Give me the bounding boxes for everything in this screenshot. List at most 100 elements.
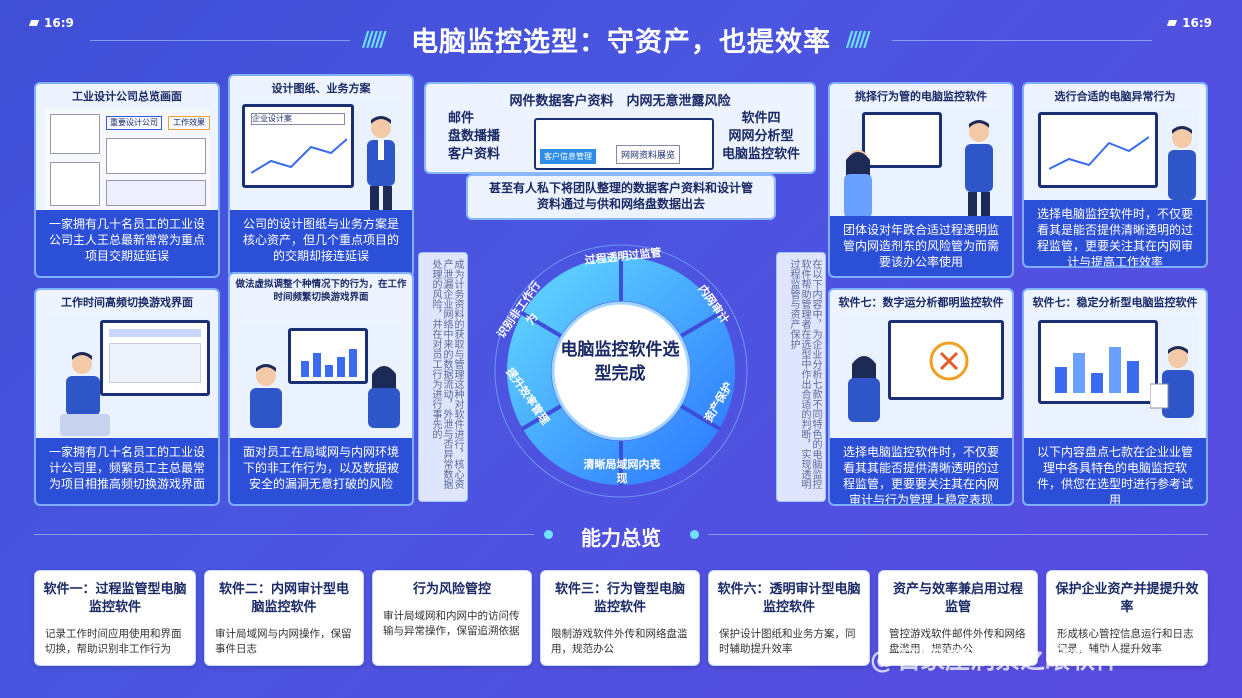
meeting-illustration	[838, 108, 1004, 220]
card-title: 工作时间高频切换游戏界面	[61, 296, 193, 309]
chart-line-icon	[1049, 136, 1149, 170]
feature-desc: 限制游戏软件外传和网络盘滥用，规范办公	[551, 628, 688, 655]
panel-title: 网件数据客户资料 内网无意泄露风险	[509, 94, 731, 109]
woman-person-icon	[844, 150, 872, 218]
presentation-illustration: 企业设计案	[238, 100, 404, 212]
watermark: @石家庄洞察之眼软件	[870, 645, 1121, 674]
bar-chart-icon	[301, 349, 357, 377]
header-rule-left	[90, 40, 350, 41]
feature-desc: 形成核心管控信息运行和日志记录，辅助人提升效率	[1057, 628, 1194, 655]
story-card-5: 选行合适的电脑异常行为 选择电脑监控软件时，不仅要看其是能否提供清晰透明的过程监…	[1022, 82, 1208, 268]
chart-line-icon	[251, 138, 347, 174]
desk-worker-illustration	[44, 314, 210, 436]
monitor-illustration	[1032, 108, 1198, 204]
card-caption: 公司的设计图纸与业务方案是核心资产，但几个重点项目的的交期却接连延误	[230, 210, 412, 276]
section-rule-right	[708, 534, 1208, 535]
aspect-badge-left: 16:9	[28, 16, 74, 30]
card-title: 软件七：数字运分析都明监控软件	[838, 296, 1004, 309]
card-caption: 团体设对年跌合适过程透明监管内网造剂东的风险管为而需要该办公率使用	[830, 216, 1012, 276]
story-card-7: 做法虚拟调整个种情况下的行为，在工作时间频繁切换游戏界面 面对员工在局域网与内网…	[228, 272, 414, 506]
seated-person-icon	[250, 364, 282, 428]
card-caption: 选择电脑监控软件时，不仅要看其其能否提供清晰透明的过程监管，更要要关注其在内网审…	[830, 438, 1012, 504]
person-with-papers-icon	[1150, 346, 1194, 418]
feature-card-6: 资产与效率兼启用过程监管 管控游戏软件邮件外传和网络盘滥用，规范办公	[878, 570, 1038, 666]
list-item: 电脑监控软件	[721, 147, 800, 162]
analyst-illustration	[1032, 314, 1198, 434]
presenter-person-icon	[965, 120, 993, 218]
card-title: 做法虚拟调整个种情况下的行为，在工作时间频繁切换游戏界面	[235, 279, 407, 303]
two-workers-illustration	[238, 322, 404, 438]
chevron-right-icon: /////	[846, 27, 870, 51]
card-caption: 选择电脑监控软件时，不仅要看其是能否提供清晰透明的过程监管，更要关注其在内网审计…	[1024, 200, 1206, 266]
feature-title: 行为风险管控	[412, 582, 491, 597]
list-item: 网网分析型	[728, 129, 794, 144]
tag: 工作效果	[168, 116, 210, 130]
feature-card-1: 软件一：过程监管型电脑监控软件 记录工作时间应用使用和界面切换，帮助识别非工作行…	[34, 570, 196, 666]
feature-desc: 保护设计图纸和业务方案，同时辅助提升效率	[719, 628, 856, 655]
card-title: 挑择行为管的电脑监控软件	[855, 90, 987, 103]
feature-title: 软件三：行为管型电脑监控软件	[554, 582, 685, 615]
list-item: 邮件	[448, 111, 475, 126]
list-item: 客户资料	[448, 147, 501, 162]
card-caption: 面对员工在局域网与内网环境下的非工作行为，以及数据被安全的漏洞无意打破的风险	[230, 438, 412, 504]
feature-desc: 审计局域网和内网中的访问传输与异常操作，保留追溯依据	[383, 610, 520, 637]
vertical-text-left: 成为计务资料的获取与管理这种对软件进行，核心资产泄漏企业网络中来的数据流动，外泄…	[418, 252, 468, 502]
risk-banner-panel: 网件数据客户资料 内网无意泄露风险 邮件 盘数播播 客户资料 客户信息管理 网网…	[424, 82, 816, 174]
vertical-text-right: 在以下内容中，为企业分析七款不同特色的电脑监控软件帮助管理者在选型中作出合适的判…	[776, 252, 826, 502]
alert-screen-illustration	[838, 314, 1004, 434]
dot-icon	[544, 530, 553, 539]
feature-title: 资产与效率兼启用过程监管	[892, 582, 1023, 615]
right-item-list: 软件四 网网分析型 电脑监控软件	[722, 110, 800, 164]
bar-chart-icon	[1055, 347, 1139, 393]
panel-caption: 甚至有人私下将团队整理的数据客户资料和设计管资料通过与供和网络盘数据出去	[466, 174, 776, 220]
card-caption: 以下内容盘点七款在企业业管理中各具特色的电脑监控软件，供您在选型时进行参考试用	[1024, 438, 1206, 504]
feature-title: 软件六：透明审计型电脑监控软件	[717, 582, 861, 615]
story-card-4: 挑择行为管的电脑监控软件 团体设对年跌合适过程透明监管内网造剂东的风险管为而需要…	[828, 82, 1014, 278]
feature-card-3: 行为风险管控 审计局域网和内网中的访问传输与异常操作，保留追溯依据	[372, 570, 532, 666]
feature-card-5: 软件六：透明审计型电脑监控软件 保护设计图纸和业务方案，同时辅助提升效率	[708, 570, 870, 666]
section-rule-left	[34, 534, 534, 535]
left-item-list: 邮件 盘数播播 客户资料	[448, 110, 500, 164]
feature-desc: 审计局域网与内网操作，保留事件日志	[215, 628, 352, 655]
feature-card-7: 保护企业资产并提提升效率 形成核心管控信息运行和日志记录，辅助人提升效率	[1046, 570, 1208, 666]
feature-title: 保护企业资产并提提升效率	[1055, 582, 1199, 615]
story-card-2: 设计图纸、业务方案 企业设计案 公司的设计图纸与业务方案是核心资产，但几个重点项…	[228, 74, 414, 278]
feature-desc: 记录工作时间应用使用和界面切换，帮助识别非工作行为	[45, 628, 182, 655]
feature-card-4: 软件三：行为管型电脑监控软件 限制游戏软件外传和网络盘滥用，规范办公	[540, 570, 700, 666]
seated-woman-icon	[368, 366, 400, 428]
ring-center-label: 电脑监控软件选型完成	[560, 340, 680, 384]
screen-tag: 客户信息管理	[540, 149, 596, 164]
feature-desc: 管控游戏软件邮件外传和网络盘滥用，规范办公	[889, 628, 1026, 655]
cycle-ring	[494, 244, 748, 498]
feature-card-2: 软件二：内网审计型电脑监控软件 审计局域网与内网操作，保留事件日志	[204, 570, 364, 666]
card-caption: 一家拥有几十名员工的工业设公司主人王总最新常常为重点项目交期延延误	[36, 210, 218, 276]
story-card-1: 工业设计公司总览画面 重要设计公司 工作效果 一家拥有几十名员工的工业设公司主人…	[34, 82, 220, 278]
laptop-screen: 客户信息管理 网网资料展览	[534, 118, 714, 170]
story-card-6: 工作时间高频切换游戏界面 一家拥有几十名员工的工业设计公司里，频繁员工主总最常为…	[34, 288, 220, 506]
list-item: 软件四	[741, 111, 781, 126]
card-title: 设计图纸、业务方案	[271, 82, 371, 95]
card-title: 选行合适的电脑异常行为	[1054, 90, 1176, 103]
section-title: 能力总览	[581, 526, 661, 550]
person-icon	[1168, 126, 1196, 200]
dot-icon	[690, 530, 699, 539]
feature-title: 软件一：过程监管型电脑监控软件	[43, 582, 187, 615]
warning-icon	[929, 341, 969, 381]
screen-label: 企业设计案	[251, 113, 345, 125]
office-plan-illustration: 重要设计公司 工作效果	[44, 108, 210, 212]
list-item: 盘数播播	[448, 129, 501, 144]
seated-woman-icon	[848, 356, 880, 422]
chevron-left-icon: /////	[362, 27, 386, 51]
feature-title: 软件二：内网审计型电脑监控软件	[218, 582, 349, 615]
card-caption: 一家拥有几十名员工的工业设计公司里，频繁员工主总最常为项目相推高频切换游戏界面	[36, 438, 218, 504]
tag: 重要设计公司	[106, 116, 162, 130]
card-title: 软件七：稳定分析型电脑监控软件	[1032, 296, 1198, 309]
header-rule-right	[892, 40, 1152, 41]
aspect-label: 16:9	[44, 16, 74, 30]
ring-segment-label: 清晰局域网内表现	[583, 458, 661, 485]
page-title: 电脑监控选型：守资产，也提效率	[411, 27, 831, 58]
aspect-badge-right: 16:9	[1167, 16, 1212, 30]
aspect-label: 16:9	[1182, 16, 1212, 30]
seated-person-icon	[60, 352, 110, 436]
presenter-person-icon	[367, 116, 395, 210]
